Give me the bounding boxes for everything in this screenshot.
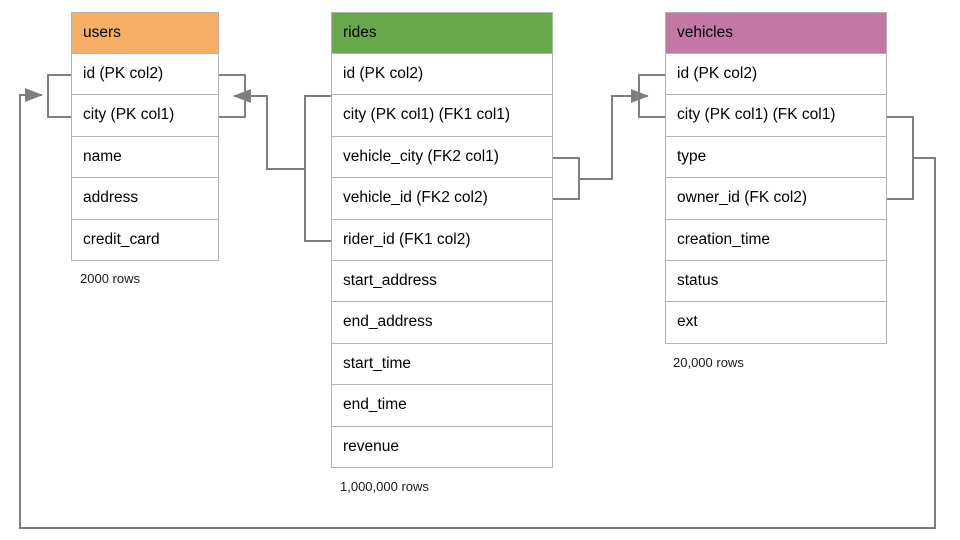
entity-rides-title: rides	[331, 12, 553, 54]
entity-users[interactable]: users id (PK col2) city (PK col1) name a…	[71, 12, 219, 261]
field-rides-end-address[interactable]: end_address	[331, 302, 553, 344]
edge-rides-fk1-to-users	[219, 74, 331, 242]
field-users-id[interactable]: id (PK col2)	[71, 54, 219, 96]
field-rides-vehicle-id[interactable]: vehicle_id (FK2 col2)	[331, 178, 553, 220]
field-rides-start-address[interactable]: start_address	[331, 260, 553, 303]
field-vehicles-city[interactable]: city (PK col1) (FK col1)	[665, 95, 887, 137]
field-rides-end-time[interactable]: end_time	[331, 385, 553, 427]
field-rides-start-time[interactable]: start_time	[331, 343, 553, 386]
entity-vehicles[interactable]: vehicles id (PK col2) city (PK col1) (FK…	[665, 12, 887, 344]
field-rides-id[interactable]: id (PK col2)	[331, 54, 553, 96]
row-count-rides: 1,000,000 rows	[340, 479, 429, 494]
field-users-name[interactable]: name	[71, 136, 219, 179]
field-rides-vehicle-city[interactable]: vehicle_city (FK2 col1)	[331, 136, 553, 179]
field-users-address[interactable]: address	[71, 178, 219, 220]
field-rides-city[interactable]: city (PK col1) (FK1 col1)	[331, 95, 553, 137]
field-rides-revenue[interactable]: revenue	[331, 426, 553, 468]
field-users-credit-card[interactable]: credit_card	[71, 219, 219, 261]
field-vehicles-type[interactable]: type	[665, 136, 887, 179]
row-count-vehicles: 20,000 rows	[673, 355, 744, 370]
entity-users-title: users	[71, 12, 219, 54]
field-vehicles-id[interactable]: id (PK col2)	[665, 54, 887, 96]
entity-vehicles-title: vehicles	[665, 12, 887, 54]
field-users-city[interactable]: city (PK col1)	[71, 95, 219, 137]
row-count-users: 2000 rows	[80, 271, 140, 286]
field-vehicles-ext[interactable]: ext	[665, 302, 887, 344]
field-rides-rider-id[interactable]: rider_id (FK1 col2)	[331, 219, 553, 261]
edge-rides-fk2-to-vehicles	[553, 74, 665, 200]
entity-rides[interactable]: rides id (PK col2) city (PK col1) (FK1 c…	[331, 12, 553, 468]
field-vehicles-owner-id[interactable]: owner_id (FK col2)	[665, 178, 887, 220]
field-vehicles-creation-time[interactable]: creation_time	[665, 219, 887, 261]
field-vehicles-status[interactable]: status	[665, 260, 887, 303]
